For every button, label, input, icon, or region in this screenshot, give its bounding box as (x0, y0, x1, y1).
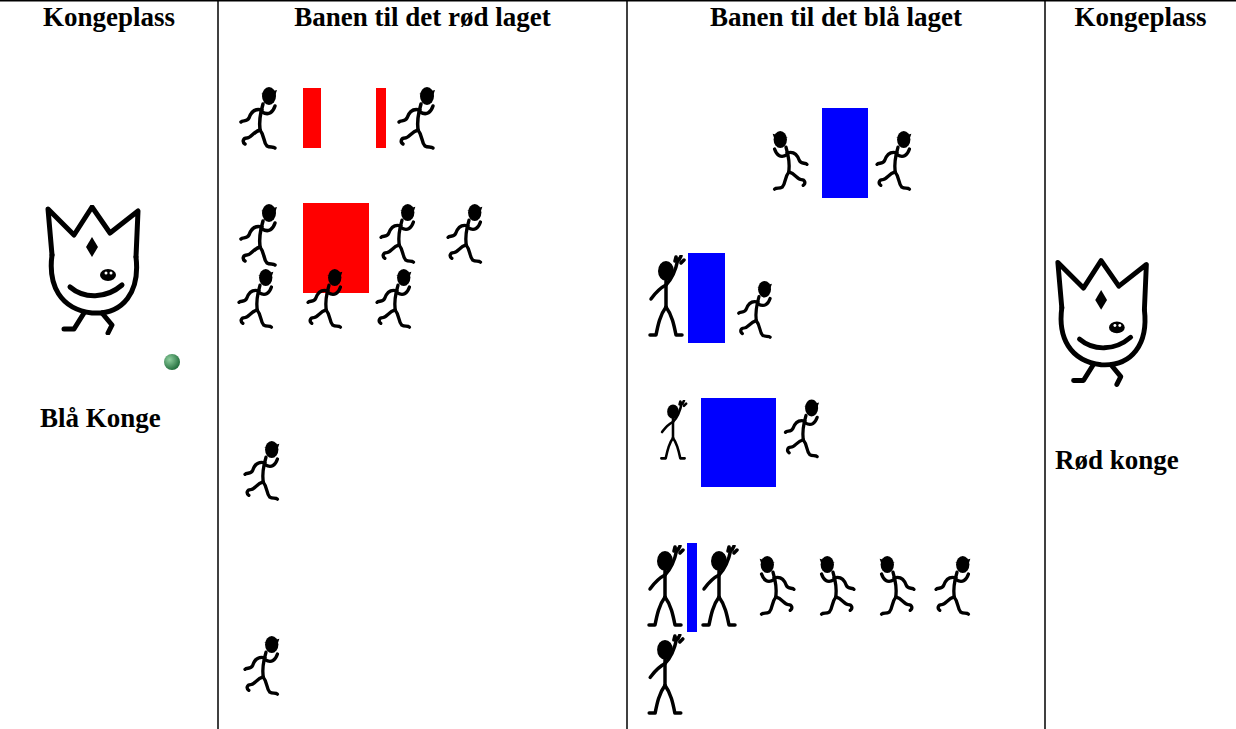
blue-king (48, 207, 138, 333)
column-header: Kongeplass (0, 3, 218, 33)
red-king (1058, 261, 1147, 385)
column-header: Banen til det rød laget (218, 3, 627, 33)
king-name: Blå Konge (40, 404, 161, 434)
ball (164, 354, 180, 370)
red-lane (239, 87, 482, 694)
king-name: Rød konge (1055, 446, 1179, 476)
blue-lane (649, 108, 970, 713)
column-header: Banen til det blå laget (627, 3, 1045, 33)
column-header: Kongeplass (1045, 3, 1236, 33)
